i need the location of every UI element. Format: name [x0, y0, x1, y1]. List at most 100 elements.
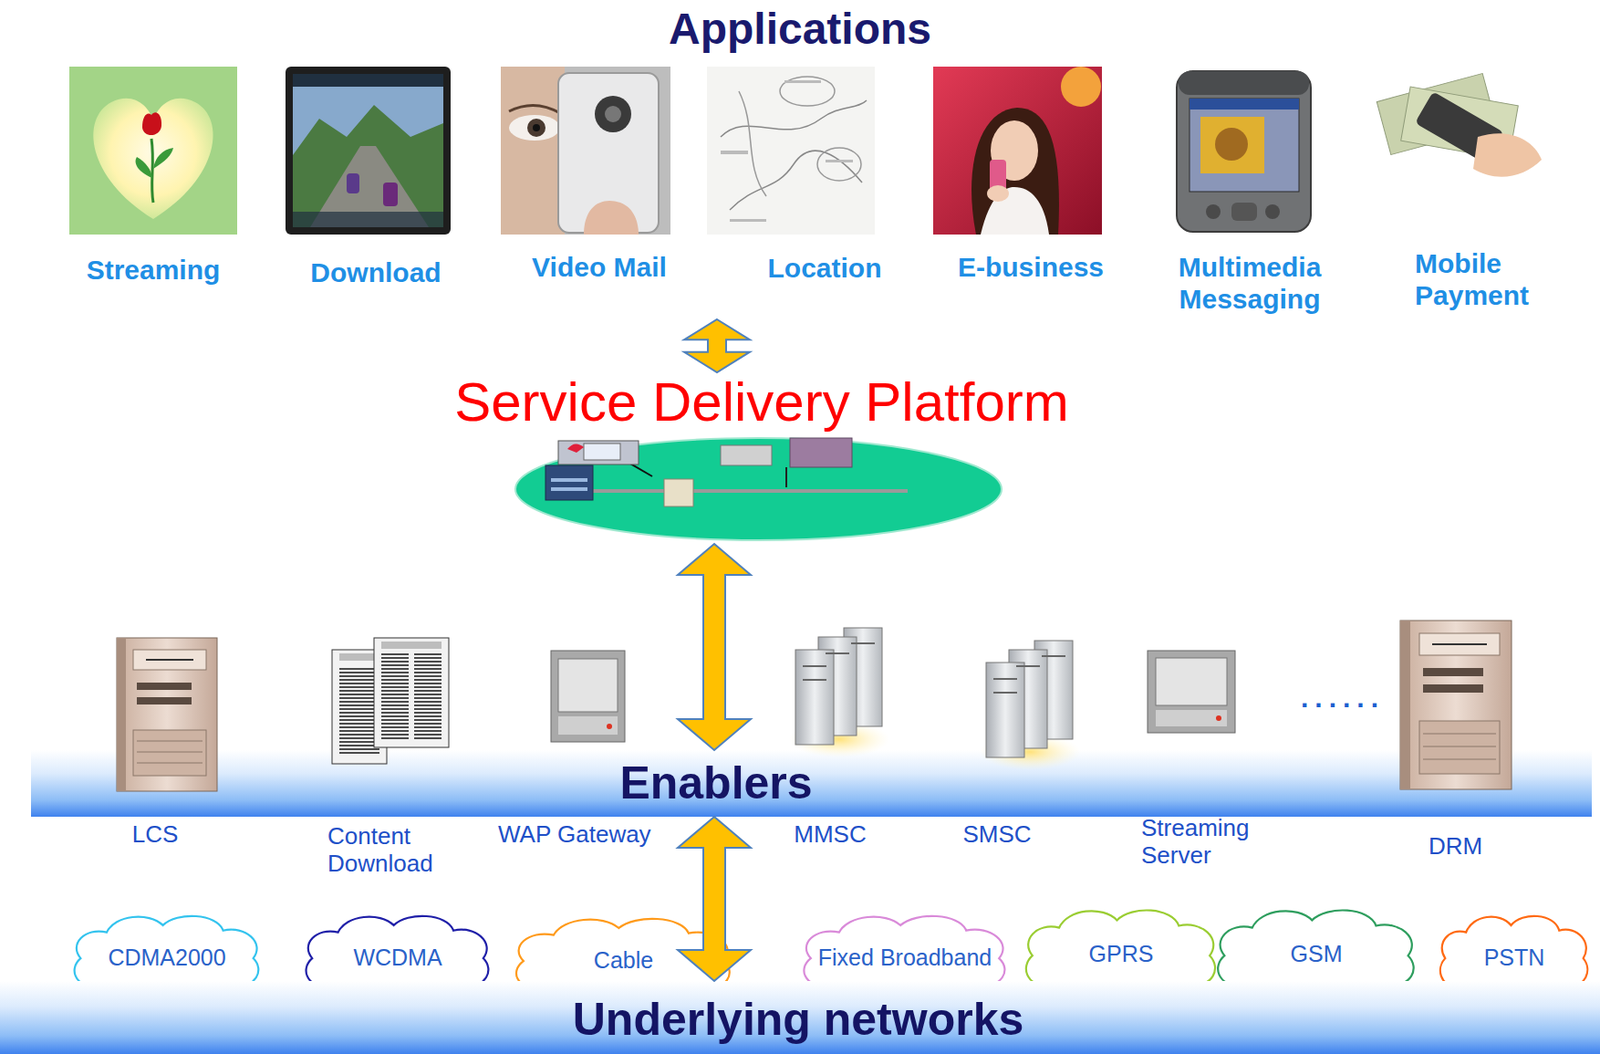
platform-devices-part: [720, 445, 772, 466]
streaming-picture-part: [69, 66, 238, 235]
enabler-name: Streaming Server: [1141, 814, 1260, 870]
network-name: Cable: [593, 945, 654, 974]
mmsc-server-picture-part: [795, 649, 834, 745]
platform-devices-part: [789, 437, 852, 468]
lcs-server-picture-part: [136, 762, 203, 764]
band-title: Enablers: [619, 758, 812, 809]
pda-picture-part: [1265, 204, 1280, 219]
game-picture-part: [285, 66, 451, 235]
video-mail-picture-part: [527, 118, 546, 137]
video-mail-picture-part: [500, 66, 565, 235]
payment-picture: [1376, 72, 1542, 177]
network-name: CDMA2000: [107, 943, 226, 971]
streaming-picture-part: [153, 147, 174, 169]
platform-devices-part: [567, 443, 584, 453]
drm-server-picture-part: [1400, 620, 1512, 790]
video-mail-picture-part: [594, 95, 632, 133]
application-name: Streaming: [86, 254, 221, 287]
drm-server-picture-part: [1423, 684, 1484, 693]
enabler-name: SMSC: [962, 820, 1031, 849]
game-picture-part: [292, 104, 444, 228]
lcs-server-picture-part: [145, 658, 194, 661]
enabler-name: MMSC: [793, 820, 866, 849]
platform-devices-part: [550, 477, 588, 482]
double-arrow: [684, 319, 750, 373]
lcs-server-picture-part: [136, 751, 203, 753]
streaming-server-picture-part: [1215, 715, 1222, 721]
video-mail-picture-part: [532, 124, 541, 132]
platform-devices-part: [785, 467, 788, 488]
streaming-server-picture: [1147, 650, 1236, 733]
platform-devices-part: [545, 465, 593, 500]
application-name: E-business: [957, 251, 1104, 284]
lcs-server-picture-part: [133, 729, 207, 776]
mmsc-server-picture-part: [802, 664, 827, 667]
smsc-server-picture: [979, 640, 1081, 770]
download-server-picture-part: [381, 641, 442, 649]
e-business-picture: [933, 66, 1102, 235]
pda-picture-part: [1215, 127, 1248, 161]
e-business-picture-part: [987, 185, 1009, 202]
download-server-picture-part: [339, 665, 380, 754]
streaming-picture: [69, 66, 238, 235]
location-picture-part: [720, 100, 867, 137]
smsc-server-picture-part: [993, 677, 1018, 680]
platform-devices-part: [550, 487, 588, 491]
lcs-server-picture-part: [116, 637, 126, 791]
network-name: PSTN: [1484, 943, 1546, 971]
drm-server-picture: [1400, 620, 1512, 790]
gateway-picture-part: [558, 716, 618, 735]
drm-server-picture-part: [1432, 643, 1487, 645]
platform-devices-part: [561, 488, 908, 493]
game-picture-part: [292, 73, 444, 87]
game-picture-part: [292, 211, 444, 228]
platform-devices-part: [664, 478, 694, 507]
streaming-server-picture-part: [1155, 709, 1227, 727]
pda-picture-part: [1231, 202, 1258, 221]
drm-server-picture-part: [1419, 720, 1500, 774]
streaming-server-picture-part: [1147, 650, 1236, 733]
enabler-name: DRM: [1428, 832, 1483, 861]
game-picture: [285, 66, 451, 235]
platform-devices-part: [558, 440, 639, 465]
drm-server-picture-part: [1423, 733, 1497, 735]
gateway-picture: [550, 650, 625, 742]
download-server-picture: [332, 637, 449, 764]
label-holder: ......: [1300, 682, 1385, 715]
streaming-server-picture-part: [1155, 657, 1227, 706]
mmsc-server-picture-part: [851, 642, 875, 645]
download-server-picture-part: [374, 637, 449, 748]
double-arrow: [677, 543, 751, 750]
application-name: Download: [310, 257, 441, 290]
game-picture-part: [292, 73, 444, 228]
ellipsis-label: ......: [1300, 682, 1385, 715]
lcs-server-picture-part: [136, 740, 203, 742]
smsc-server-picture-part: [1016, 664, 1040, 667]
network-name: GSM: [1290, 939, 1343, 967]
pda-picture-part: [1189, 98, 1299, 110]
download-server-picture-part: [339, 653, 380, 661]
lcs-server-picture: [116, 637, 218, 791]
streaming-picture-part: [151, 138, 154, 203]
platform-title: Service Delivery Platform: [451, 372, 1072, 433]
video-mail-picture-part: [500, 66, 671, 235]
streaming-picture-part: [142, 112, 162, 136]
drm-server-picture-part: [1423, 746, 1497, 748]
pda-picture: [1176, 71, 1311, 232]
download-server-picture-part: [381, 653, 409, 741]
lcs-server-picture-part: [116, 637, 218, 791]
application-name: Multimedia Messaging: [1158, 251, 1341, 315]
location-picture-part: [720, 150, 749, 155]
pda-picture-part: [1189, 98, 1299, 192]
download-server-picture-part: [414, 653, 442, 741]
gateway-picture-part: [550, 650, 625, 742]
network-name: WCDMA: [353, 943, 442, 971]
lcs-server-picture-part: [136, 682, 192, 690]
enabler-name: Content Download: [327, 822, 447, 878]
enabler-band: Enablers: [31, 749, 1592, 817]
drm-server-picture-part: [1423, 667, 1484, 676]
enabler-name: LCS: [132, 820, 179, 849]
e-business-picture-part: [1060, 66, 1102, 107]
